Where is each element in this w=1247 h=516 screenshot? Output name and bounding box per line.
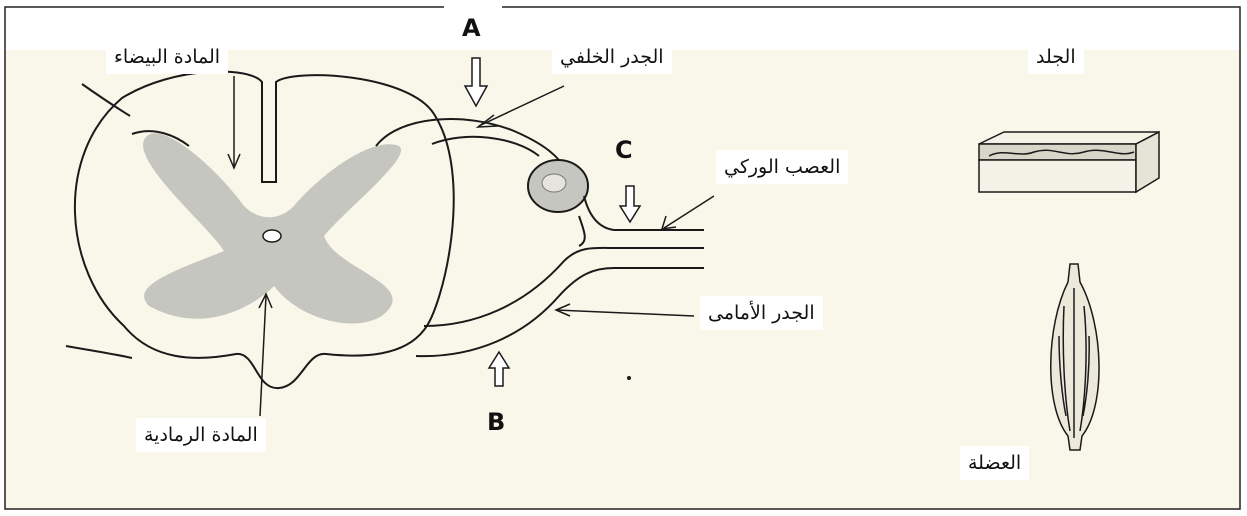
central-canal xyxy=(263,230,281,242)
skin-illustration xyxy=(979,132,1159,192)
label-gray-matter: المادة الرمادية xyxy=(136,418,266,452)
label-skin: الجلد xyxy=(1028,40,1084,74)
ganglion-cell xyxy=(542,174,566,192)
marker-c: C xyxy=(615,136,633,164)
label-sciatic-nerve: العصب الوركي xyxy=(716,150,848,184)
label-ventral-root: الجدر الأمامى xyxy=(700,296,823,330)
label-dorsal-root: الجدر الخلفي xyxy=(552,40,672,74)
marker-b: B xyxy=(487,408,505,436)
label-muscle: العضلة xyxy=(960,446,1029,480)
stray-dot xyxy=(627,376,631,380)
label-white-matter: المادة البيضاء xyxy=(106,40,228,74)
marker-a: A xyxy=(462,14,481,42)
